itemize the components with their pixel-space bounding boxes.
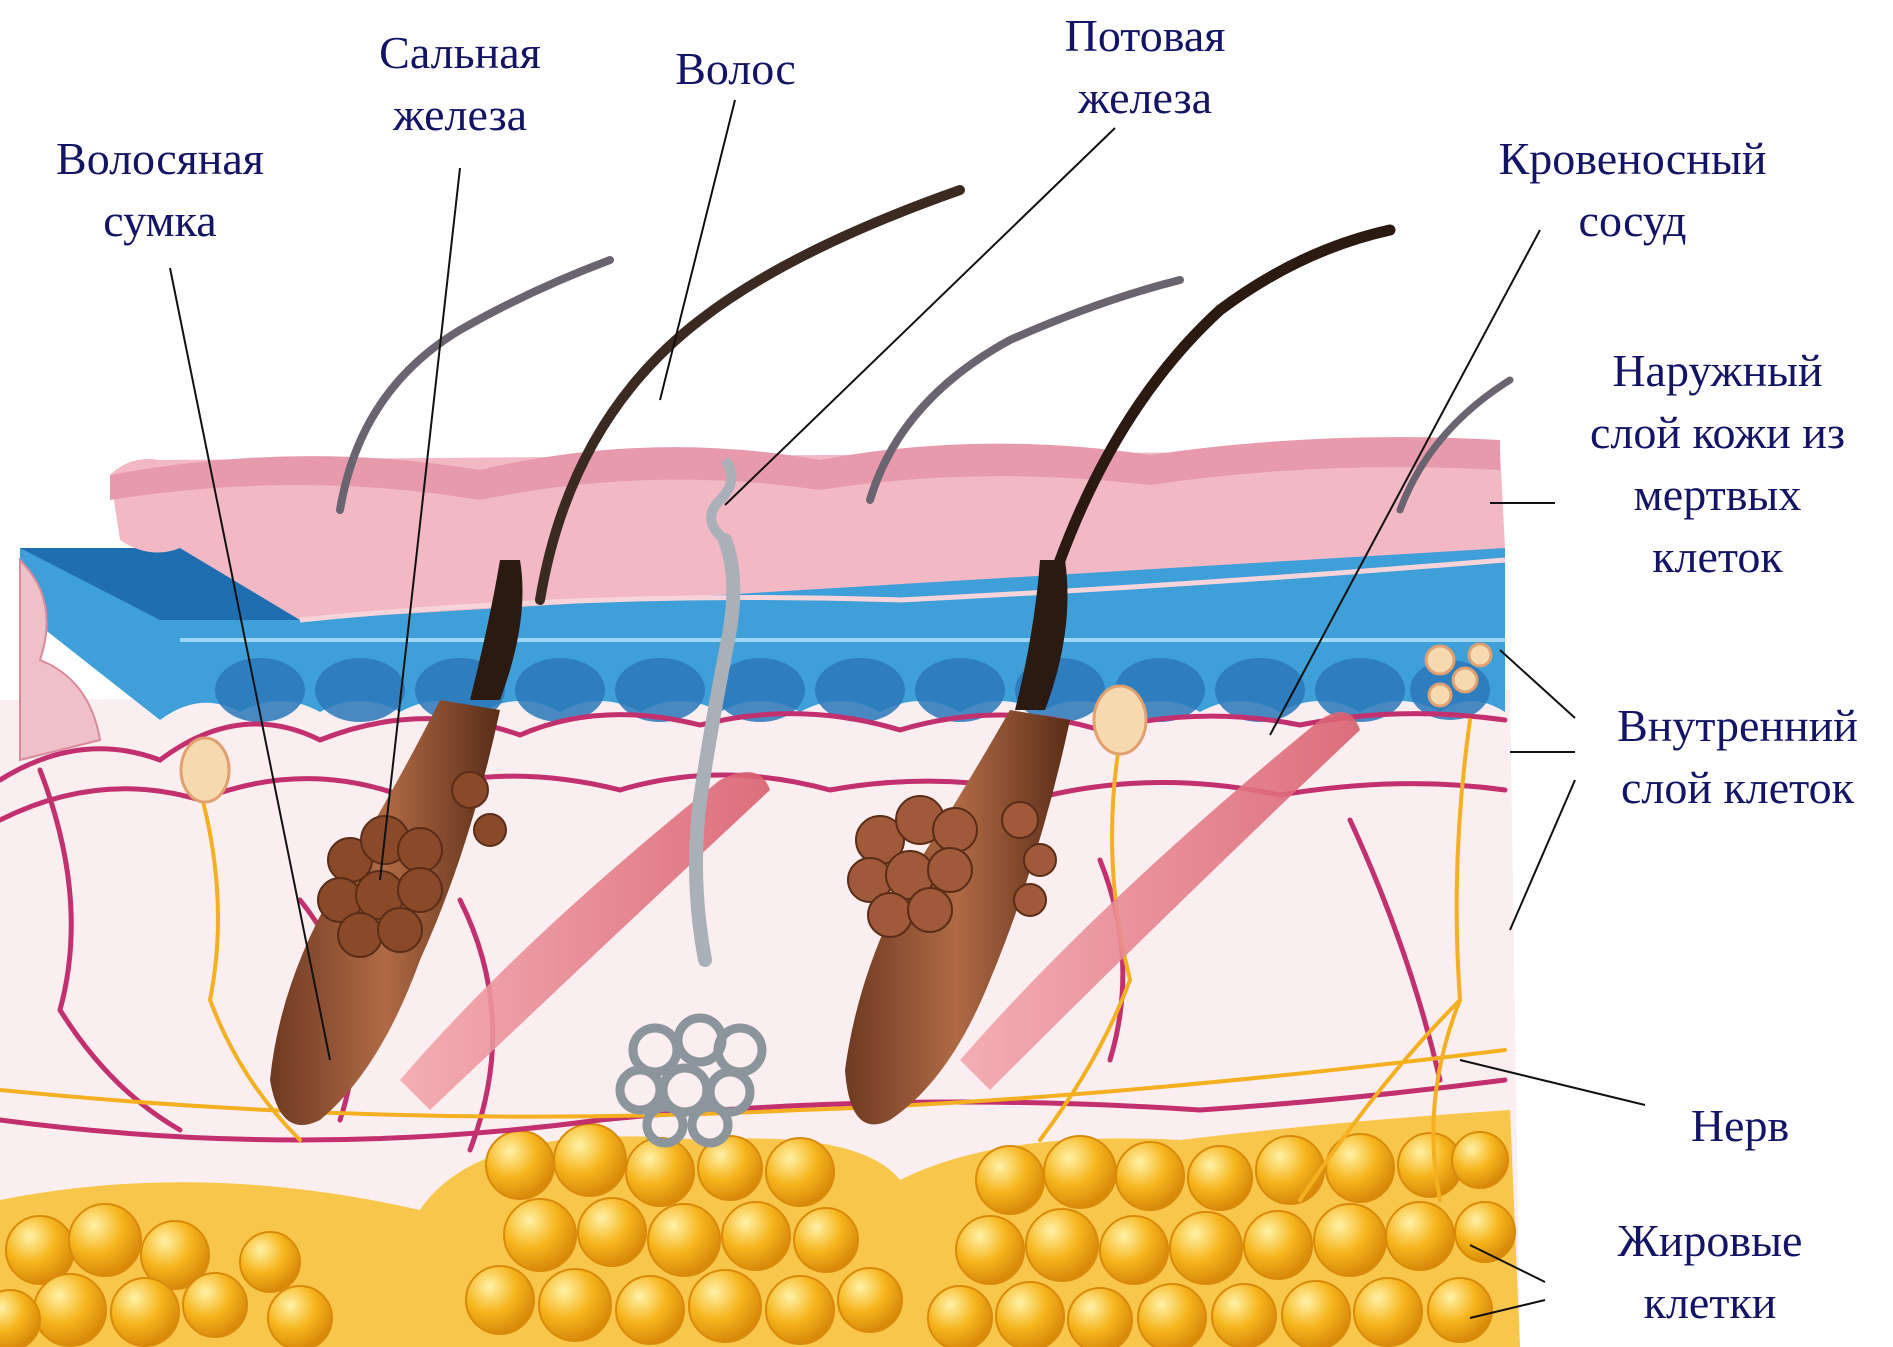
receptor-2 — [1094, 686, 1146, 754]
label-inner-cell-layer: Внутренний слой клеток — [1585, 695, 1890, 819]
label-outer-skin-layer: Наружный слой кожи из мертвых клеток — [1545, 340, 1890, 588]
label-blood-vessel: Кровеносный сосуд — [1460, 128, 1805, 252]
label-fat-cells: Жировые клетки — [1560, 1210, 1860, 1334]
label-nerve: Нерв — [1660, 1095, 1820, 1157]
leader-inner-layer-1 — [1500, 650, 1575, 718]
label-sweat-gland: Потовая железа — [1045, 5, 1245, 129]
receptor-1 — [181, 738, 229, 802]
label-hair: Волос — [648, 38, 823, 100]
label-sebaceous-gland: Сальная железа — [360, 22, 560, 146]
label-hair-sac: Волосяная сумка — [35, 128, 285, 252]
leader-hair — [660, 100, 735, 400]
leader-inner-layer-3 — [1510, 780, 1575, 930]
